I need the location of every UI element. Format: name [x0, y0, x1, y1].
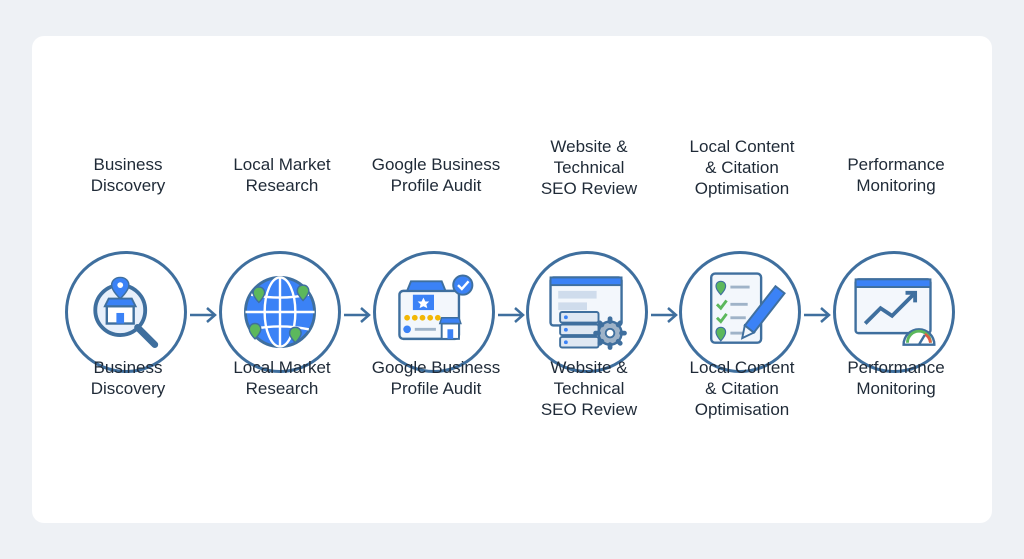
step-label-bottom: Local Market Research [233, 358, 331, 398]
arrow-right-icon [190, 307, 217, 323]
step-label-bottom: Website & Technical SEO Review [540, 358, 638, 419]
step-label-top: Website & Technical SEO Review [540, 137, 638, 198]
step-label-top: Local Market Research [233, 155, 331, 195]
arrow-right-icon [651, 307, 678, 323]
server-gear-icon [549, 276, 627, 350]
arrow-right-icon [804, 307, 831, 323]
business-profile-icon [398, 274, 474, 341]
analytics-gauge-icon [854, 278, 936, 346]
step-label-bottom: Business Discovery [90, 358, 166, 398]
step-circle [526, 251, 648, 373]
checklist-pen-icon [710, 272, 786, 344]
store-search-icon [93, 276, 159, 348]
process-card: Business Discovery Business Discovery Lo… [32, 36, 992, 523]
step-label-top: Business Discovery [90, 155, 166, 195]
arrow-right-icon [498, 307, 525, 323]
step-label-top: Performance Monitoring [847, 155, 945, 195]
step-circle [373, 251, 495, 373]
step-label-top: Google Business Profile Audit [371, 155, 501, 195]
arrow-right-icon [344, 307, 371, 323]
step-circle [679, 251, 801, 373]
step-label-top: Local Content & Citation Optimisation [689, 137, 795, 198]
step-circle [65, 251, 187, 373]
step-label-bottom: Google Business Profile Audit [371, 358, 501, 398]
step-label-bottom: Performance Monitoring [847, 358, 945, 398]
step-circle [833, 251, 955, 373]
step-label-bottom: Local Content & Citation Optimisation [689, 358, 795, 419]
globe-pins-icon [244, 276, 316, 348]
step-circle [219, 251, 341, 373]
